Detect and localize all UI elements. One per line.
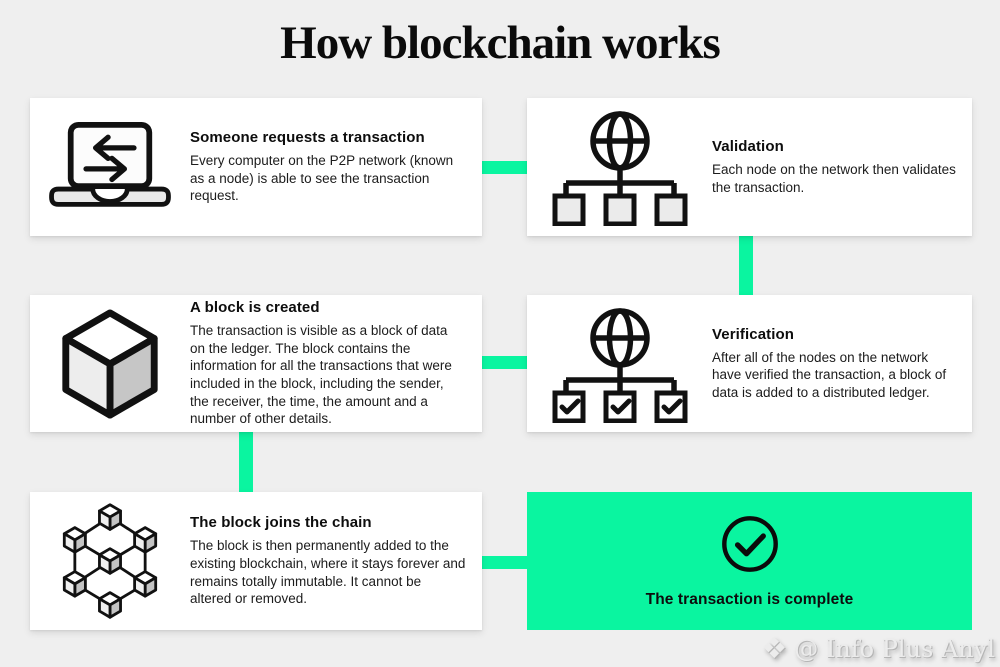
watermark-text: @ Info Plus Anyl <box>794 634 995 663</box>
card-body: The block is then permanently added to t… <box>190 538 466 607</box>
card-request-transaction: Someone requests a transaction Every com… <box>30 98 482 236</box>
card-body: Every computer on the P2P network (known… <box>190 153 454 204</box>
connector-request-to-validation <box>480 161 530 174</box>
page-title: How blockchain works <box>280 17 721 69</box>
connector-chain-to-complete <box>480 556 532 569</box>
card-title: The block joins the chain <box>190 514 372 532</box>
card-verification: Verification After all of the nodes on t… <box>527 295 972 432</box>
card-title: A block is created <box>190 299 320 317</box>
card-title: Verification <box>712 325 795 343</box>
globe-network-check-icon <box>527 305 712 423</box>
cube-icon <box>30 308 190 420</box>
laptop-transfer-icon <box>30 121 190 213</box>
globe-network-icon <box>527 108 712 226</box>
card-body: The transaction is visible as a block of… <box>190 323 452 427</box>
blockchain-lattice-icon <box>30 503 190 619</box>
card-transaction-complete: The transaction is complete <box>527 492 972 630</box>
card-title: The transaction is complete <box>645 591 854 608</box>
card-block-created: A block is created The transaction is vi… <box>30 295 482 432</box>
card-validation: Validation Each node on the network then… <box>527 98 972 236</box>
card-block-joins-chain: The block joins the chain The block is t… <box>30 492 482 630</box>
card-body: After all of the nodes on the network ha… <box>712 349 947 400</box>
connector-validation-to-verification <box>739 233 753 297</box>
card-title: Someone requests a transaction <box>190 129 425 147</box>
connector-verification-to-block <box>480 356 530 369</box>
diamond-icon: ❖ <box>761 631 788 665</box>
card-body: Each node on the network then validates … <box>712 161 956 195</box>
card-title: Validation <box>712 137 784 155</box>
connector-block-to-chain <box>239 430 253 494</box>
watermark: ❖ @ Info Plus Anyl <box>761 634 995 663</box>
check-circle-icon <box>719 513 781 575</box>
